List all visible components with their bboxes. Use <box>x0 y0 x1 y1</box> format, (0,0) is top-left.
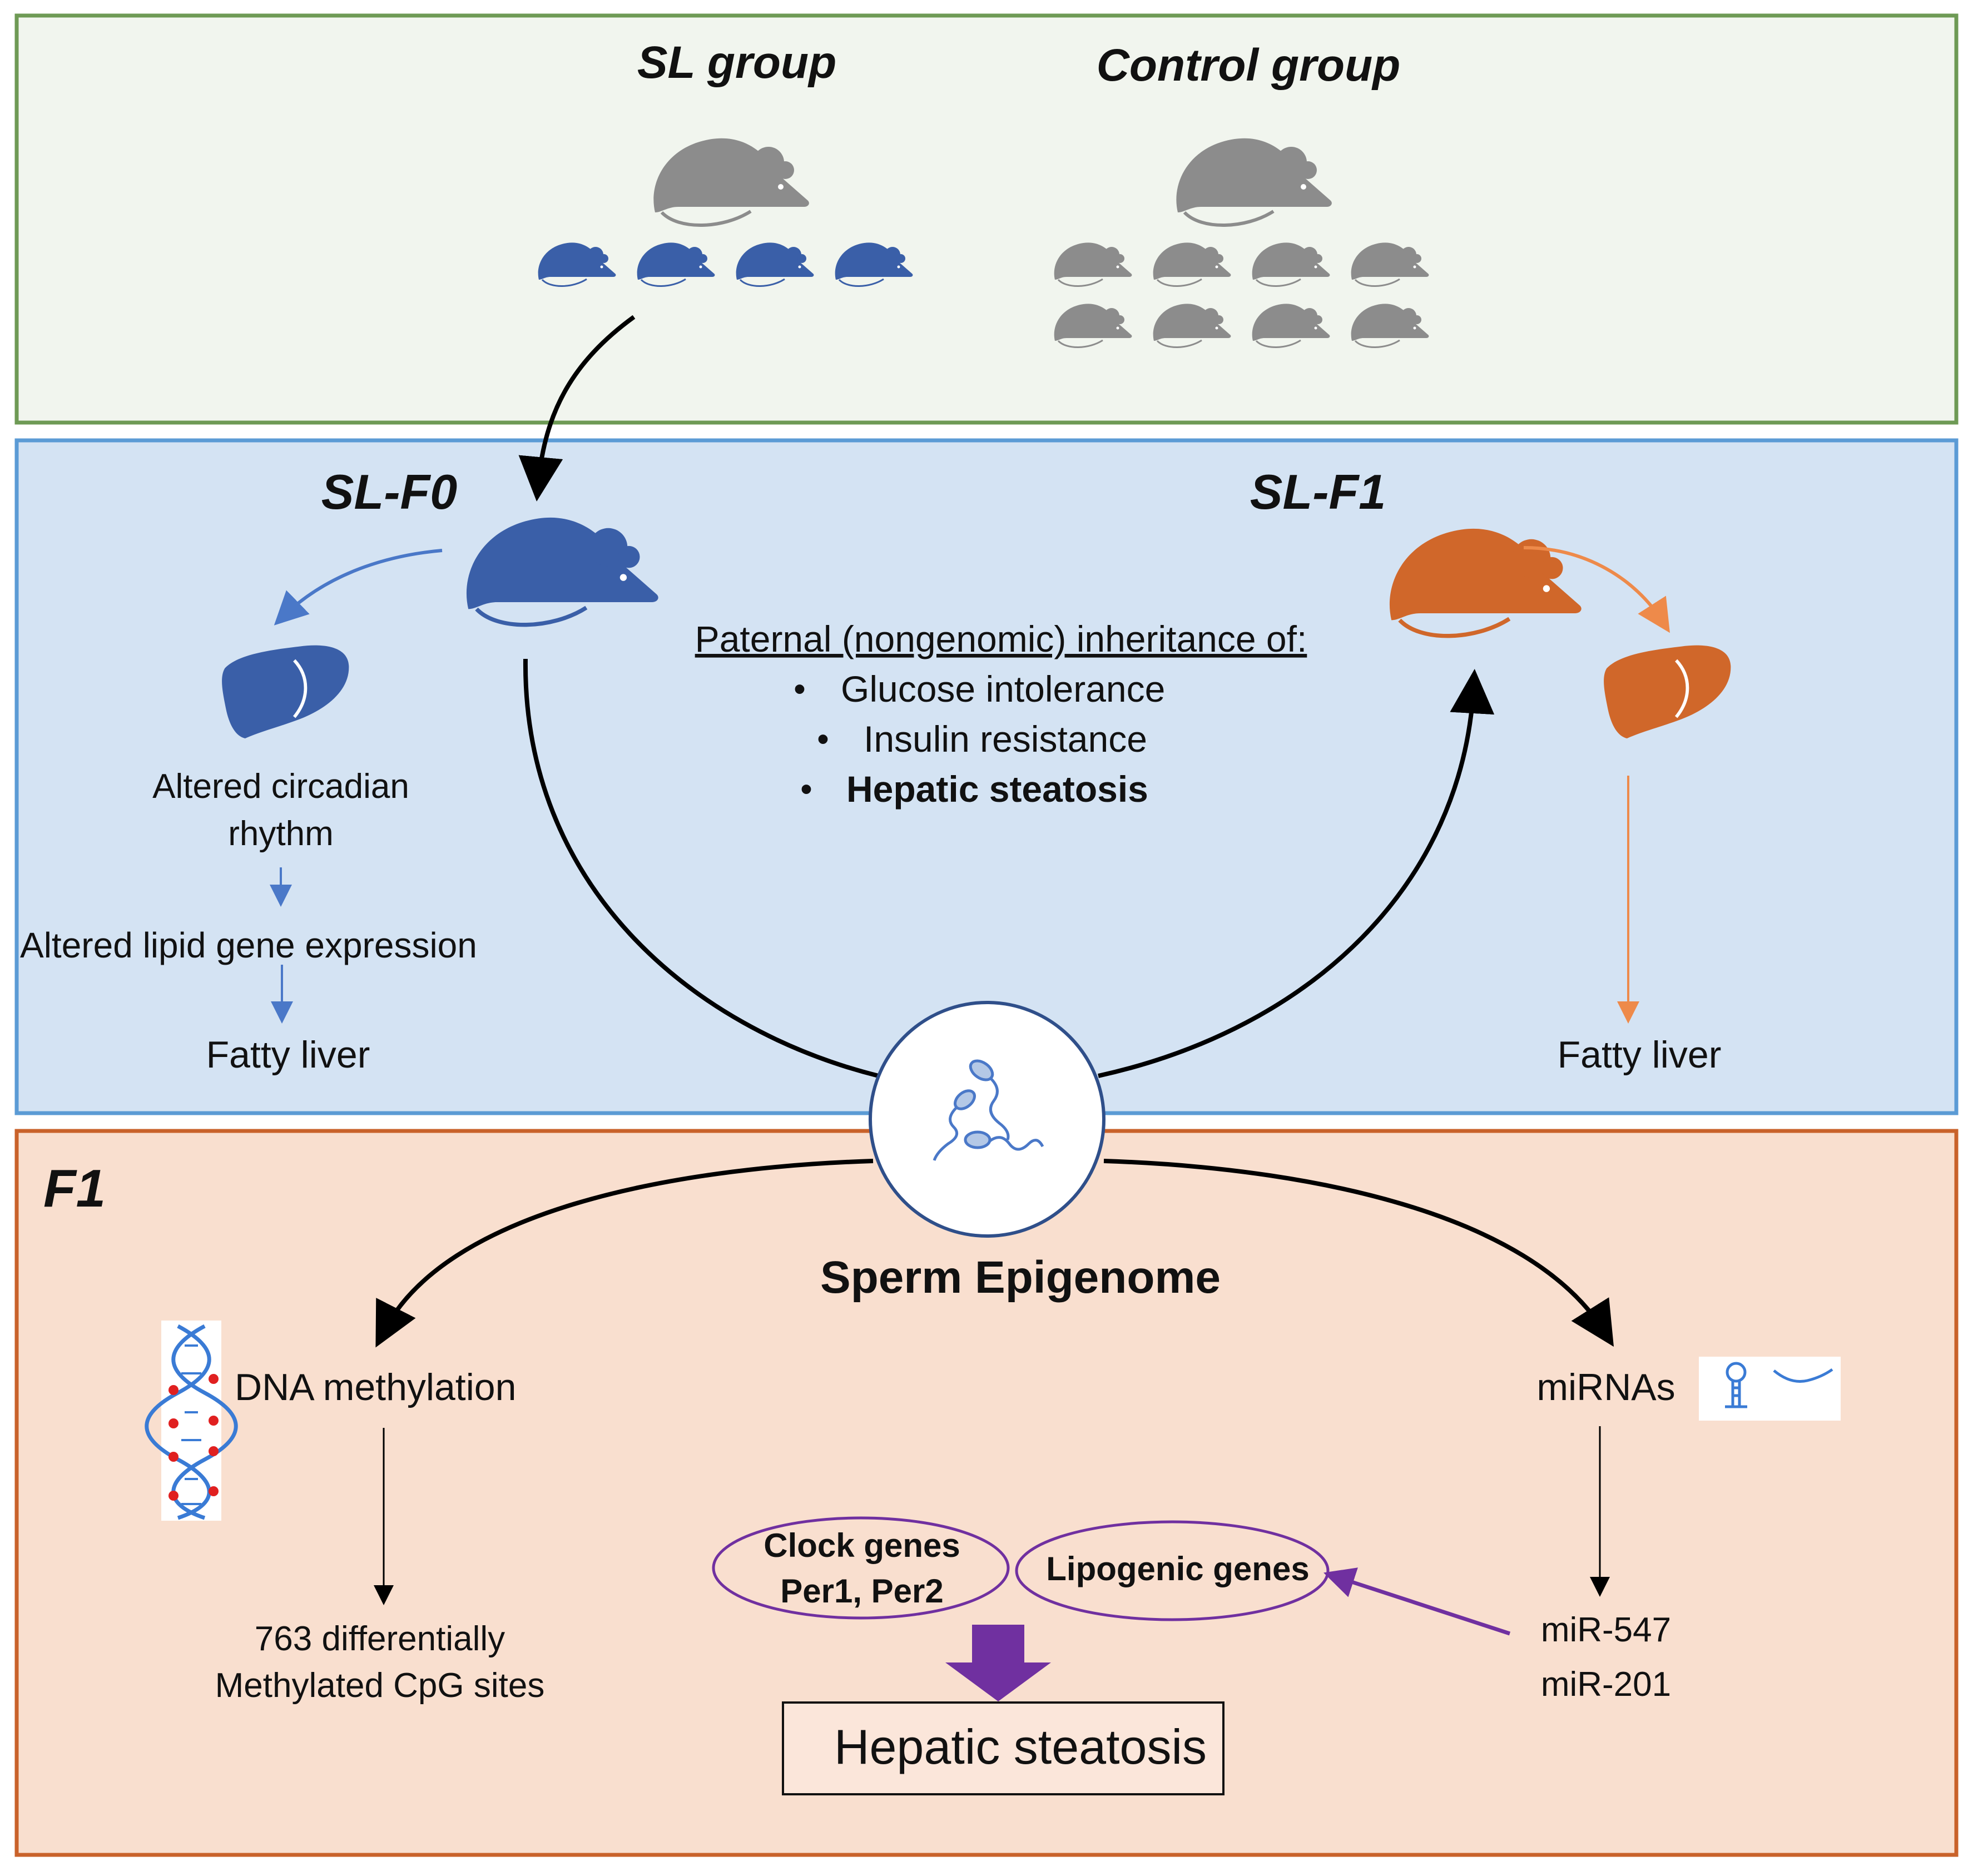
bullet-insulin: • <box>817 720 829 758</box>
mirna-hairpin-icon <box>1699 1357 1841 1421</box>
hepatic-steatosis-box <box>782 1701 1225 1795</box>
sperm-to-f1-arc <box>1098 669 1495 1078</box>
cpg-line1: 763 differentially <box>255 1620 505 1658</box>
clock-genes-line1: Clock genes <box>764 1527 960 1564</box>
f0-fatty-liver: Fatty liver <box>206 1034 370 1076</box>
mirnas-label: miRNAs <box>1536 1366 1675 1408</box>
sperm-to-dna-arrow <box>375 1159 874 1348</box>
f0-lipid-expression: Altered lipid gene expression <box>20 925 477 965</box>
bullet-hepatic: • <box>800 770 812 808</box>
f1-panel-label: F1 <box>43 1159 106 1218</box>
clock-genes-line2: Per1, Per2 <box>780 1572 944 1610</box>
sperm-icon <box>933 1059 1044 1161</box>
f0-circadian-line1: Altered circadian <box>152 767 409 806</box>
f0-to-sperm-arc <box>523 658 879 1078</box>
dna-methylation-label: DNA methylation <box>235 1366 516 1408</box>
bullet-glucose: • <box>794 670 806 708</box>
mir-201: miR-201 <box>1541 1665 1671 1704</box>
inheritance-item-insulin: Insulin resistance <box>864 718 1147 760</box>
mir-to-lipogenic-arrow <box>1323 1567 1511 1636</box>
sl-group-label: SL group <box>637 37 836 88</box>
sl-f1-label: SL-F1 <box>1250 464 1386 519</box>
lipogenic-genes-label: Lipogenic genes <box>1046 1550 1309 1587</box>
inheritance-heading: Paternal (nongenomic) inheritance of: <box>695 618 1307 659</box>
control-group-label: Control group <box>1097 40 1401 91</box>
clock-genes-ellipse <box>712 1516 1010 1620</box>
f0-circadian-line2: rhythm <box>228 815 333 853</box>
f1-fatty-liver: Fatty liver <box>1558 1034 1722 1076</box>
sperm-to-mirna-arrow <box>1103 1159 1614 1347</box>
dna-helix-icon <box>145 1321 238 1521</box>
top-panel <box>14 13 1959 425</box>
inheritance-item-glucose: Glucose intolerance <box>841 668 1165 709</box>
f1-to-liver-arrow <box>1523 546 1670 633</box>
cpg-line2: Methylated CpG sites <box>215 1666 545 1705</box>
sl-f0-label: SL-F0 <box>321 464 458 519</box>
sl-to-f0-arrow <box>518 315 636 502</box>
hepatic-steatosis-label: Hepatic steatosis <box>834 1719 1207 1774</box>
sperm-circle <box>869 1001 1106 1238</box>
sperm-epigenome-label: Sperm Epigenome <box>820 1252 1221 1303</box>
block-down-arrow <box>945 1625 1051 1701</box>
mir-547: miR-547 <box>1541 1611 1671 1649</box>
f0-to-liver-arrow <box>274 549 443 626</box>
inheritance-item-hepatic: Hepatic steatosis <box>846 768 1148 810</box>
